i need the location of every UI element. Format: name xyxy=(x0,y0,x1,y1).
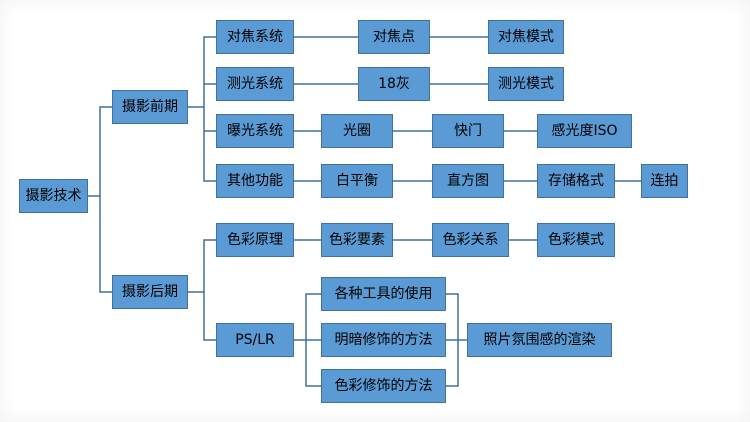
connector xyxy=(203,107,216,132)
node-histogram: 直方图 xyxy=(432,164,504,198)
node-shutter: 快门 xyxy=(432,114,504,148)
connector xyxy=(88,106,112,197)
node-iso: 感光度ISO xyxy=(537,114,632,148)
node-storage-format: 存储格式 xyxy=(537,164,615,198)
node-burst: 连拍 xyxy=(641,164,688,198)
node-root: 摄影技术 xyxy=(19,179,88,213)
node-metering-mode: 测光模式 xyxy=(488,67,564,101)
connector xyxy=(188,239,216,293)
node-color-elements: 色彩要素 xyxy=(321,223,393,257)
node-metering-system: 测光系统 xyxy=(216,67,294,101)
node-18-gray: 18灰 xyxy=(358,67,430,101)
connector xyxy=(203,292,216,341)
node-exposure-system: 曝光系统 xyxy=(216,114,294,148)
node-aperture: 光圈 xyxy=(321,114,393,148)
node-tools-usage: 各种工具的使用 xyxy=(321,277,446,311)
node-post-processing: 摄影后期 xyxy=(112,275,188,309)
node-focus-mode: 对焦模式 xyxy=(488,20,564,54)
connector xyxy=(305,340,321,387)
node-focus-system: 对焦系统 xyxy=(216,20,294,54)
node-white-balance: 白平衡 xyxy=(321,164,393,198)
node-color-retouch: 色彩修饰的方法 xyxy=(321,369,446,403)
connector xyxy=(203,131,216,182)
node-ps-lr: PS/LR xyxy=(216,323,294,357)
connector xyxy=(99,196,112,293)
node-light-dark-retouch: 明暗修饰的方法 xyxy=(321,323,446,357)
node-focus-point: 对焦点 xyxy=(358,20,430,54)
node-other-functions: 其他功能 xyxy=(216,164,294,198)
node-color-mode: 色彩模式 xyxy=(537,223,615,257)
node-atmosphere-rendering: 照片氛围感的渲染 xyxy=(467,323,612,357)
node-color-principle: 色彩原理 xyxy=(216,223,294,257)
connector xyxy=(294,293,321,341)
node-color-relations: 色彩关系 xyxy=(432,223,509,257)
connector xyxy=(188,36,216,108)
node-pre-processing: 摄影前期 xyxy=(112,90,188,124)
